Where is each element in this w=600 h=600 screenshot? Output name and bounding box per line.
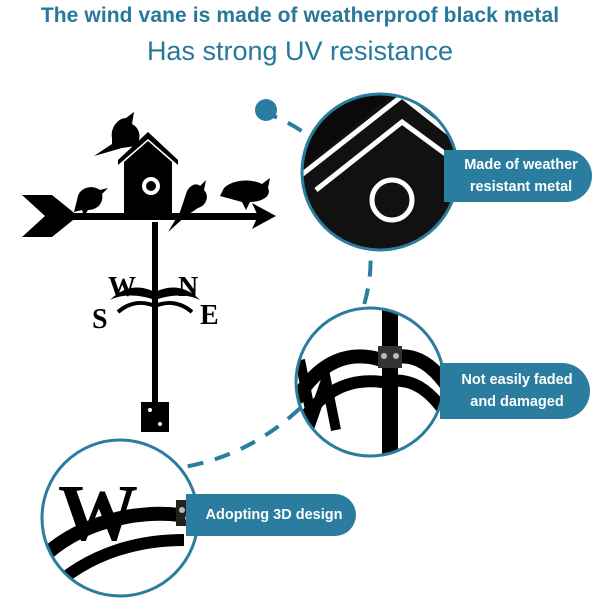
callout-weather-resistant: Made of weather resistant metal [444, 150, 592, 202]
arrow-head [252, 203, 276, 229]
letter-n: N [178, 272, 198, 303]
callout-1-line2: resistant metal [469, 179, 573, 195]
weathervane [22, 112, 276, 432]
callout-3-line1: Adopting 3D design [205, 507, 343, 523]
zoom-circle-joint [294, 306, 446, 458]
letter-w: W [108, 272, 136, 303]
headline-subtitle: Has strong UV resistance [146, 36, 454, 66]
letter-e: E [200, 300, 219, 331]
headline-title: The wind vane is made of weatherproof bl… [40, 4, 560, 27]
zoom-circle-letters: W [40, 438, 200, 598]
arrow-tail [22, 195, 78, 237]
vane-pole [152, 222, 158, 412]
letter-s: S [92, 304, 108, 335]
bird-left [74, 187, 108, 216]
callout-2-line1: Not easily faded [461, 372, 573, 388]
arrow-shaft [60, 213, 260, 220]
zoom-circle-birdhouse [300, 92, 460, 252]
mounting-plate [141, 402, 169, 432]
callout-1-line1: Made of weather [464, 157, 578, 173]
bird-right [220, 178, 270, 210]
callout-not-faded: Not easily faded and damaged [440, 363, 590, 419]
connector-dot [255, 99, 277, 121]
bird-middle [168, 180, 207, 232]
callout-2-line2: and damaged [470, 394, 564, 410]
bird-on-roof [94, 112, 140, 156]
direction-arms [110, 287, 200, 300]
birdhouse [118, 132, 178, 214]
callout-3d-design: Adopting 3D design [186, 494, 356, 536]
